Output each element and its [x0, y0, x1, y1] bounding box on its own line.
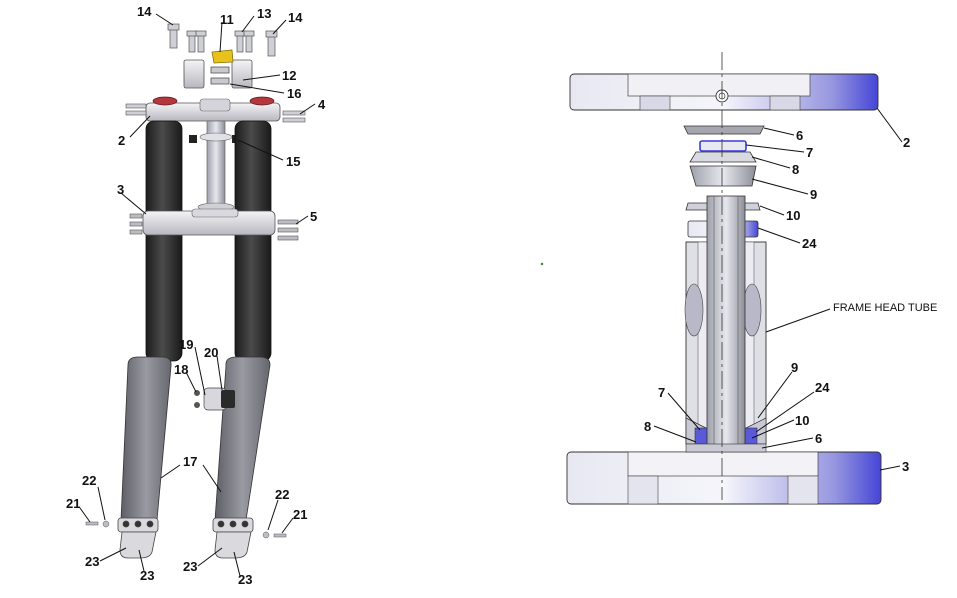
bearing-top	[699, 140, 747, 152]
upper-triple-clamp	[145, 96, 281, 122]
callout-14a: 14	[137, 4, 152, 19]
callout-5: 5	[310, 209, 317, 224]
callout-23a: 23	[85, 554, 99, 569]
callout-21b: 21	[293, 507, 307, 522]
callout-23d: 23	[238, 572, 252, 587]
r-callout-9: 9	[810, 187, 817, 202]
r-callout-3: 3	[902, 459, 909, 474]
callout-21a: 21	[66, 496, 80, 511]
lower-leg-right	[214, 356, 271, 529]
head-tube-section-view: 2 6 7 8 9 10 24 9 24 7 8 10 6 3 FRAME HE…	[566, 52, 937, 505]
callout-12: 12	[282, 68, 296, 83]
side-bolts	[85, 520, 287, 539]
steering-stem-section	[706, 195, 746, 451]
callout-22a: 22	[82, 473, 96, 488]
r-callout-2: 2	[903, 135, 910, 150]
r-callout-10b: 10	[795, 413, 809, 428]
lower-clamp-section	[566, 443, 882, 505]
r-callout-6b: 6	[815, 431, 822, 446]
callout-2: 2	[118, 133, 125, 148]
callout-18: 18	[174, 362, 188, 377]
r-callout-7: 7	[806, 145, 813, 160]
r-callout-24: 24	[802, 236, 817, 251]
callout-11: 11	[220, 12, 234, 27]
r-callout-8: 8	[792, 162, 799, 177]
frame-head-tube-label: FRAME HEAD TUBE	[833, 302, 937, 314]
fork-tube-right	[234, 120, 272, 362]
callout-20: 20	[204, 345, 218, 360]
callout-16: 16	[287, 86, 301, 101]
race-top	[689, 151, 757, 163]
callout-3: 3	[117, 182, 124, 197]
callout-19: 19	[179, 337, 193, 352]
r-callout-10: 10	[786, 208, 800, 223]
r-callout-24b: 24	[815, 380, 830, 395]
callout-23c: 23	[183, 559, 197, 574]
callout-17: 17	[183, 454, 197, 469]
r-callout-7b: 7	[658, 385, 665, 400]
lower-leg-left	[120, 356, 172, 529]
yellow-tag	[211, 49, 234, 64]
upper-clamp-section	[569, 73, 879, 111]
fork-tube-left	[145, 120, 183, 362]
top-bolts	[167, 23, 278, 57]
bar-clamps	[183, 59, 253, 89]
left-leaders	[79, 13, 316, 577]
dust-seal-top	[683, 125, 765, 135]
callout-23b: 23	[140, 568, 154, 583]
callout-15: 15	[286, 154, 300, 169]
r-callout-6: 6	[796, 128, 803, 143]
pinch-bolts-upper	[125, 103, 306, 123]
callout-22b: 22	[275, 487, 289, 502]
r-callout-9b: 9	[791, 360, 798, 375]
callout-14b: 14	[288, 10, 303, 25]
line-guide	[194, 387, 235, 411]
cup-top	[689, 165, 757, 187]
fork-exploded-view: 14 11 13 14 12 16 4 2 15 3 5 19 20 18 17…	[66, 4, 326, 587]
r-callout-8b: 8	[644, 419, 651, 434]
callout-4: 4	[318, 97, 326, 112]
axle-clamps	[117, 517, 254, 559]
right-leaders	[653, 107, 903, 471]
pinch-bolts-lower	[129, 213, 299, 241]
lower-triple-clamp	[142, 208, 276, 236]
callout-13: 13	[257, 6, 271, 21]
marker-dot	[540, 262, 544, 266]
